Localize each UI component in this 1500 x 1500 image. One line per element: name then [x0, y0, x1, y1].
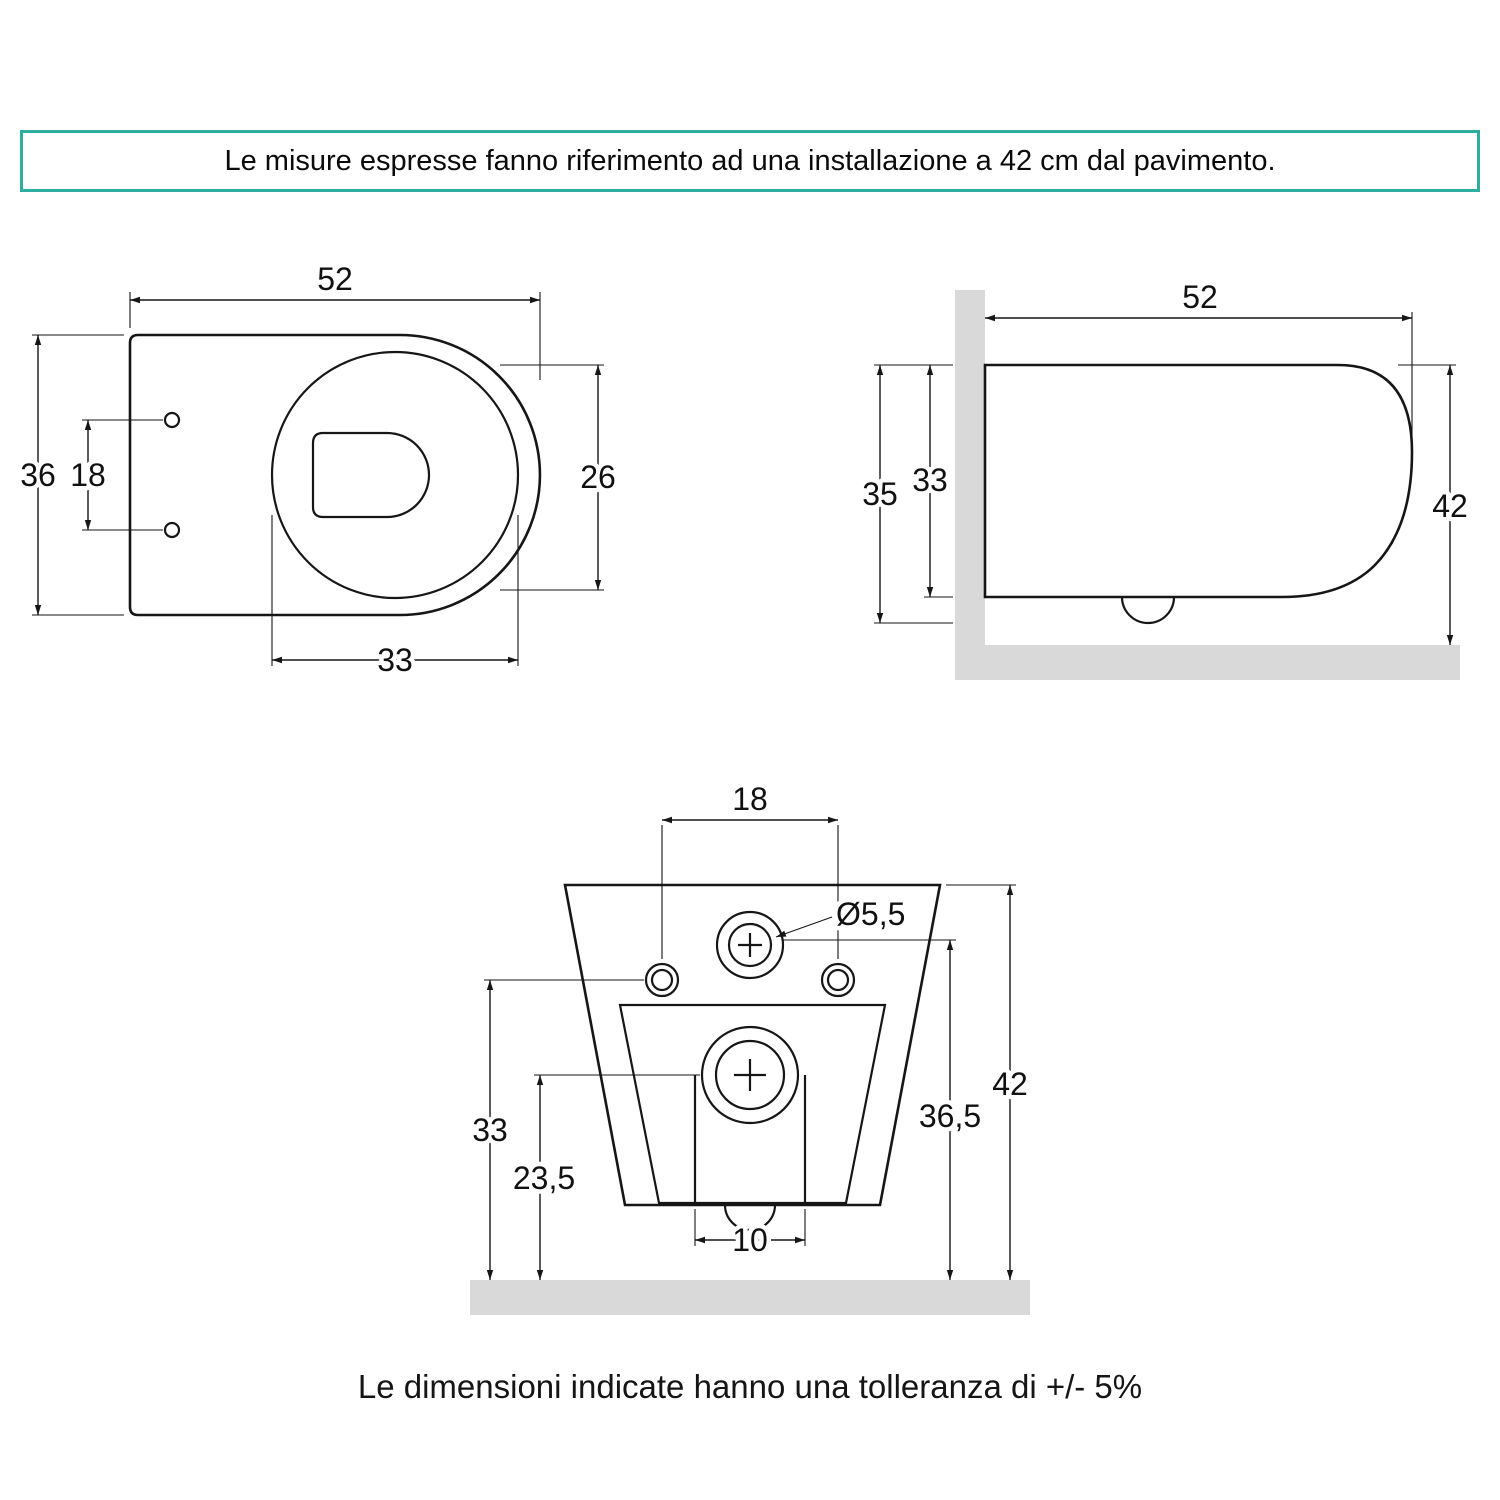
extension-lines — [32, 334, 124, 616]
toilet-outline-top — [128, 333, 542, 617]
dim-label-height-from-floor: 42 — [1432, 488, 1468, 524]
dim-label-overall-width: 52 — [317, 261, 353, 297]
dim-depth: 52 — [985, 275, 1413, 440]
dim-height-from-floor: 42 — [1398, 364, 1472, 645]
dim-label-hole-diameter: Ø5,5 — [836, 896, 905, 932]
fixing-hole-left-inner — [650, 968, 674, 992]
dim-label-inlet-height: 36,5 — [919, 1098, 981, 1134]
drain-channel — [693, 1075, 807, 1203]
seat-fixing-hole-bottom — [163, 521, 181, 539]
dim-body-height: 35 — [858, 364, 953, 624]
extension-lines — [271, 515, 519, 666]
dim-label-inner-height: 33 — [912, 462, 948, 498]
installation-note-box: Le misure espresse fanno riferimento ad … — [20, 130, 1480, 192]
drain-center-cross — [734, 1059, 766, 1091]
installation-note: Le misure espresse fanno riferimento ad … — [224, 144, 1276, 177]
dim-bowl-length: 33 — [271, 515, 519, 683]
floor — [955, 645, 1460, 680]
dim-hole-height: 33 — [468, 979, 644, 1280]
fixing-hole-right-inner — [826, 968, 850, 992]
side-view-object — [955, 290, 1460, 680]
top-view-drawing: 52 36 18 26 33 — [16, 257, 621, 683]
dim-hole-spacing: 18 — [661, 777, 839, 959]
dim-label-bowl-length: 33 — [377, 642, 413, 678]
dim-drain-height: 23,5 — [508, 1074, 700, 1280]
dim-inner-height: 33 — [908, 365, 953, 598]
dim-label-drain-width: 10 — [732, 1222, 768, 1258]
floor — [470, 1280, 1030, 1315]
dim-label-depth: 52 — [1182, 279, 1218, 315]
dim-drain-width: 10 — [694, 1209, 806, 1263]
toilet-outline-side — [983, 363, 1414, 599]
trap-outlet-bump — [1120, 596, 1176, 625]
tolerance-note: Le dimensioni indicate hanno una tollera… — [357, 1368, 1143, 1405]
back-view-drawing: 18 Ø5,5 33 23,5 10 36,5 — [468, 777, 1032, 1315]
extension-lines — [500, 364, 604, 591]
dim-overall-depth: 36 — [16, 334, 124, 616]
dim-total-height: 42 — [946, 884, 1032, 1280]
dim-label-overall-depth: 36 — [20, 457, 56, 493]
dim-fixing-hole-spacing: 18 — [66, 419, 163, 531]
recess-outline — [618, 1003, 887, 1205]
bowl-rim — [270, 350, 520, 600]
dim-hole-diameter: Ø5,5 — [775, 892, 910, 938]
seat-fixing-hole-top — [163, 411, 181, 429]
trap-outlet-bump — [723, 1204, 777, 1232]
dim-label-total-height: 42 — [992, 1066, 1028, 1102]
dim-label-bowl-width: 26 — [580, 459, 616, 495]
inlet-center-cross — [738, 933, 762, 957]
water-outline — [311, 431, 431, 519]
wall — [955, 290, 985, 645]
toilet-outline-back — [563, 883, 942, 1207]
dim-label-body-height: 35 — [862, 476, 898, 512]
dim-inlet-height: 36,5 — [782, 939, 986, 1280]
dim-overall-width: 52 — [129, 257, 541, 380]
extension-lines — [661, 825, 839, 959]
dim-label-hole-height: 33 — [472, 1112, 508, 1148]
extension-lines — [874, 364, 953, 624]
dim-label-drain-height: 23,5 — [513, 1160, 575, 1196]
dim-bowl-width: 26 — [500, 364, 620, 591]
dim-label-hole-spacing: 18 — [732, 781, 768, 817]
dim-label-fixing-hole-spacing: 18 — [70, 457, 106, 493]
back-view-object — [470, 883, 1030, 1315]
top-view-object — [128, 333, 542, 617]
leader-line — [775, 916, 833, 938]
extension-lines — [82, 419, 163, 531]
side-view-drawing: 52 35 33 42 — [858, 275, 1472, 680]
